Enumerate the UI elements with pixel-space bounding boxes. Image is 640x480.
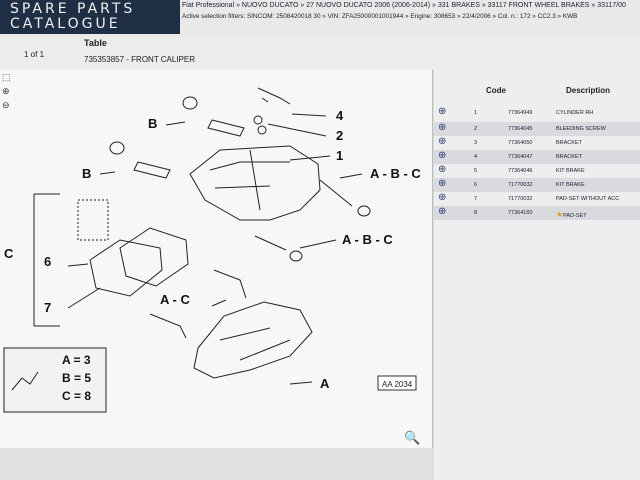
label-6: 6 xyxy=(44,254,51,269)
label-b-upper: B xyxy=(148,116,157,131)
legend-box xyxy=(3,347,107,413)
magnifier-icon[interactable]: 🔍 xyxy=(404,430,421,445)
drawing-ref-box xyxy=(377,375,417,391)
add-to-cart-icon[interactable]: ⊕ xyxy=(438,150,447,161)
add-to-cart-icon[interactable]: ⊕ xyxy=(438,164,447,175)
star-icon: ★ xyxy=(556,210,564,219)
add-to-cart-icon[interactable]: ⊕ xyxy=(438,192,447,203)
brake-pad-outer xyxy=(89,239,163,297)
label-abc-lower: A - B - C xyxy=(342,232,393,247)
active-filters: Active selection filters: SINCOM: 250842… xyxy=(182,13,578,20)
add-to-cart-icon[interactable]: ⊕ xyxy=(438,136,447,147)
table-row[interactable]: ⊕ 8 77364160 ★PAD-SET xyxy=(434,206,640,220)
table-row[interactable]: ⊕ 4 77364047 BRACKET xyxy=(434,150,640,164)
label-2: 2 xyxy=(336,128,343,143)
table-title: 735353857 - FRONT CALIPER xyxy=(84,55,196,64)
legend-c: C = 8 xyxy=(62,389,91,403)
table-row[interactable]: ⊕ 5 77364046 KIT BRAKE xyxy=(438,164,585,175)
label-4: 4 xyxy=(336,108,344,123)
label-1: 1 xyxy=(336,148,343,163)
bolt-upper xyxy=(319,179,353,207)
guide-pin-upper xyxy=(207,119,245,137)
legend-b: B = 5 xyxy=(62,371,91,385)
drawing-tools: ⬚ ⊕ ⊖ xyxy=(0,70,14,130)
select-icon[interactable]: ⬚ xyxy=(2,72,11,82)
zoom-in-icon[interactable]: ⊕ xyxy=(2,86,10,96)
piston-cap-upper xyxy=(182,96,198,110)
column-description: Description xyxy=(566,86,611,95)
add-to-cart-icon[interactable]: ⊕ xyxy=(438,178,447,189)
table-row[interactable]: ⊕ 7 71770032 PAD-SET WITHOUT ACC xyxy=(438,192,620,203)
table-row[interactable]: ⊕ 6 71770032 KIT BRAKE xyxy=(434,178,640,192)
table-row[interactable]: ⊕ 2 77364045 BLEEDING SCREW xyxy=(434,122,640,136)
logo-line-2: CATALOGUE xyxy=(10,16,121,32)
table-label: Table xyxy=(84,38,107,48)
piston-cap-lower xyxy=(109,141,125,155)
label-a-c: A - C xyxy=(160,292,190,307)
table-row[interactable]: ⊕ 3 77364050 BRACKET xyxy=(438,136,582,147)
add-to-cart-icon[interactable]: ⊕ xyxy=(438,206,447,217)
column-code: Code xyxy=(486,86,506,95)
breadcrumb[interactable]: Fiat Professional » NUOVO DUCATO » 27 NU… xyxy=(182,2,626,9)
zoom-out-icon[interactable]: ⊖ xyxy=(2,100,10,110)
label-a: A xyxy=(320,376,330,391)
page-counter: 1 of 1 xyxy=(24,50,45,59)
label-b-lower: B xyxy=(82,166,91,181)
add-to-cart-icon[interactable]: ⊕ xyxy=(438,122,447,133)
label-7: 7 xyxy=(44,300,51,315)
logo-line-1: SPARE PARTS xyxy=(10,1,136,17)
caliper-body xyxy=(189,145,321,221)
drawing-footer xyxy=(0,448,432,480)
label-abc-upper: A - B - C xyxy=(370,166,421,181)
guide-pin-lower xyxy=(133,161,171,179)
brake-pad-inner xyxy=(119,227,189,287)
table-row[interactable]: ⊕ 1 77364949 CYLINDER RH xyxy=(438,106,594,117)
pad-clip-box xyxy=(77,199,109,241)
parts-table: Code Description ⊕ 1 77364949 CYLINDER R… xyxy=(434,70,640,480)
app-header: SPARE PARTS CATALOGUE Fiat Professional … xyxy=(0,0,640,36)
catalogue-logo[interactable]: SPARE PARTS CATALOGUE xyxy=(0,0,180,34)
exploded-drawing[interactable]: B B 4 2 1 A - B - C A - B - C C 6 7 A - … xyxy=(0,70,433,448)
caliper-diagram: B B 4 2 1 A - B - C A - B - C C 6 7 A - … xyxy=(3,87,421,413)
label-c: C xyxy=(4,246,14,261)
add-to-cart-icon[interactable]: ⊕ xyxy=(438,106,447,117)
caliper-bracket xyxy=(193,301,313,379)
drawing-ref: AA 2034 xyxy=(382,380,413,389)
legend-a: A = 3 xyxy=(62,353,91,367)
bolt-lower xyxy=(254,235,287,251)
